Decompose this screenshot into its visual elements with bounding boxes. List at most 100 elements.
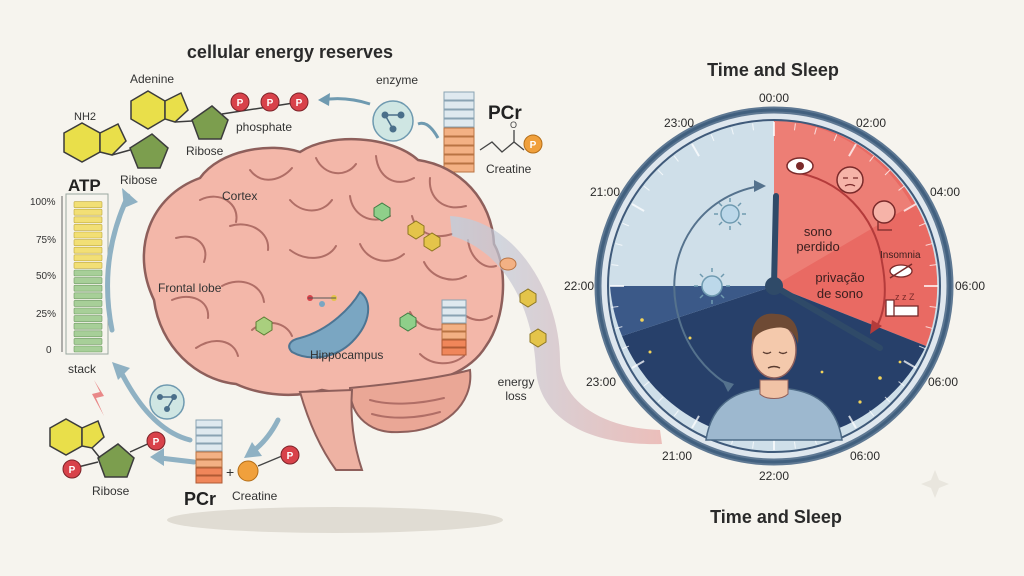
clock-tick <box>673 155 679 162</box>
gauge-stack-label: stack <box>68 362 97 376</box>
clock-tick <box>622 345 630 350</box>
adenine-ribose-chain <box>130 90 301 140</box>
clock-tick <box>691 415 700 429</box>
bottom-enzyme-icon <box>149 384 185 420</box>
gauge-segment <box>73 284 103 292</box>
arrow-bottom-up <box>117 367 193 443</box>
time-2300-a: 23:00 <box>664 116 694 130</box>
clock-tick <box>833 134 838 142</box>
bed-icon <box>885 299 919 317</box>
atp-label: ATP <box>68 176 101 195</box>
day-arc-arrow <box>673 185 761 387</box>
clock-tick <box>643 381 650 387</box>
pcr-top-label: PCr <box>488 103 522 124</box>
bottom-ribose-label: Ribose <box>92 484 130 498</box>
phosphate-group: P P P <box>230 92 309 112</box>
atp-gauge <box>61 193 109 355</box>
brain-molecules <box>255 202 441 336</box>
time-0600-c: 06:00 <box>850 449 880 463</box>
creatine-o: O <box>510 120 517 130</box>
adenine-label: Adenine <box>130 72 174 86</box>
pcr-top-stack <box>443 91 475 173</box>
bottom-p-1: P <box>69 465 76 476</box>
gauge-segment <box>73 269 103 277</box>
enzyme-label: enzyme <box>376 73 418 87</box>
gauge-segment <box>73 262 103 269</box>
gauge-segment <box>73 322 103 330</box>
frontal-lobe-label: Frontal lobe <box>158 281 222 295</box>
clock-tick <box>793 441 796 449</box>
insomnia-eye-icon <box>889 263 913 279</box>
clock-tick <box>657 396 664 403</box>
brain <box>142 137 505 471</box>
gauge-segment <box>73 246 103 254</box>
time-0600-a: 06:00 <box>955 279 985 293</box>
enzyme-icon <box>372 100 414 142</box>
phosphate-p-2: P <box>267 98 274 109</box>
gauge-segment <box>73 216 103 224</box>
clock-tick <box>903 203 917 212</box>
bottom-p-2: P <box>153 437 160 448</box>
beam-molecules <box>499 257 547 348</box>
creatine-structure: P <box>479 130 543 154</box>
gauge-tick-75: 75% <box>36 235 56 246</box>
time-0400: 04:00 <box>930 185 960 199</box>
clock-tick <box>611 264 619 267</box>
energy-loss-line-2: loss <box>505 389 526 403</box>
clock-tick <box>615 243 623 246</box>
bottom-creatine: P <box>237 445 300 482</box>
sun-icon-2 <box>694 268 730 304</box>
head-icon <box>872 200 896 231</box>
gauge-tick-100: 100% <box>30 197 56 208</box>
gauge-segment <box>73 208 103 216</box>
bottom-atp-molecule: P P <box>49 418 166 479</box>
clock-tick <box>731 127 734 135</box>
clock-tick <box>848 143 857 157</box>
arrow-brain-down <box>249 417 281 455</box>
gauge-segment <box>73 254 103 262</box>
time-0200: 02:00 <box>856 116 886 130</box>
clock-tick <box>918 345 926 350</box>
atp-molecule <box>63 122 169 169</box>
clock-tick <box>925 326 933 329</box>
time-0600-b: 06:00 <box>928 375 958 389</box>
stars <box>640 318 902 404</box>
gauge-segment <box>73 345 103 353</box>
phosphate-p-1: P <box>237 98 244 109</box>
time-2200-a: 22:00 <box>564 279 594 293</box>
clock-tick <box>643 185 650 191</box>
time-2100-b: 21:00 <box>662 449 692 463</box>
cortex-label: Cortex <box>222 189 257 203</box>
gauge-segment <box>73 338 103 345</box>
brain-side-stack <box>441 299 467 356</box>
sleep-lost-line-2: perdido <box>796 239 839 254</box>
gauge-segment <box>73 315 103 322</box>
clock-tick <box>869 410 875 417</box>
gauge-tick-0: 0 <box>46 345 52 356</box>
gauge-segment <box>73 231 103 239</box>
phosphate-label: phosphate <box>236 120 292 134</box>
phosphate-p-3: P <box>296 98 303 109</box>
clock-tick <box>884 169 891 176</box>
clock-tick <box>622 222 630 227</box>
sleep-lost-line-1: sono <box>804 224 832 239</box>
deprivation-line-1: privação <box>815 270 864 285</box>
energy-beam <box>450 216 662 445</box>
lightning-icon <box>92 380 104 416</box>
brain-shadow <box>167 507 503 533</box>
clock-hands <box>765 193 883 351</box>
insomnia-label: Insomnia <box>880 250 921 261</box>
clock-tick <box>814 127 817 135</box>
nh2-label: NH2 <box>74 111 96 123</box>
clock-tick <box>631 203 645 212</box>
gauge-tick-50: 50% <box>36 271 56 282</box>
bottom-pcr-label: PCr <box>184 489 216 509</box>
clock-tick <box>869 155 875 162</box>
sparkle-icon <box>921 470 949 498</box>
clock-ticks <box>610 122 938 450</box>
ribose-mid-label: Ribose <box>120 173 158 187</box>
gauge-segment <box>73 307 103 315</box>
